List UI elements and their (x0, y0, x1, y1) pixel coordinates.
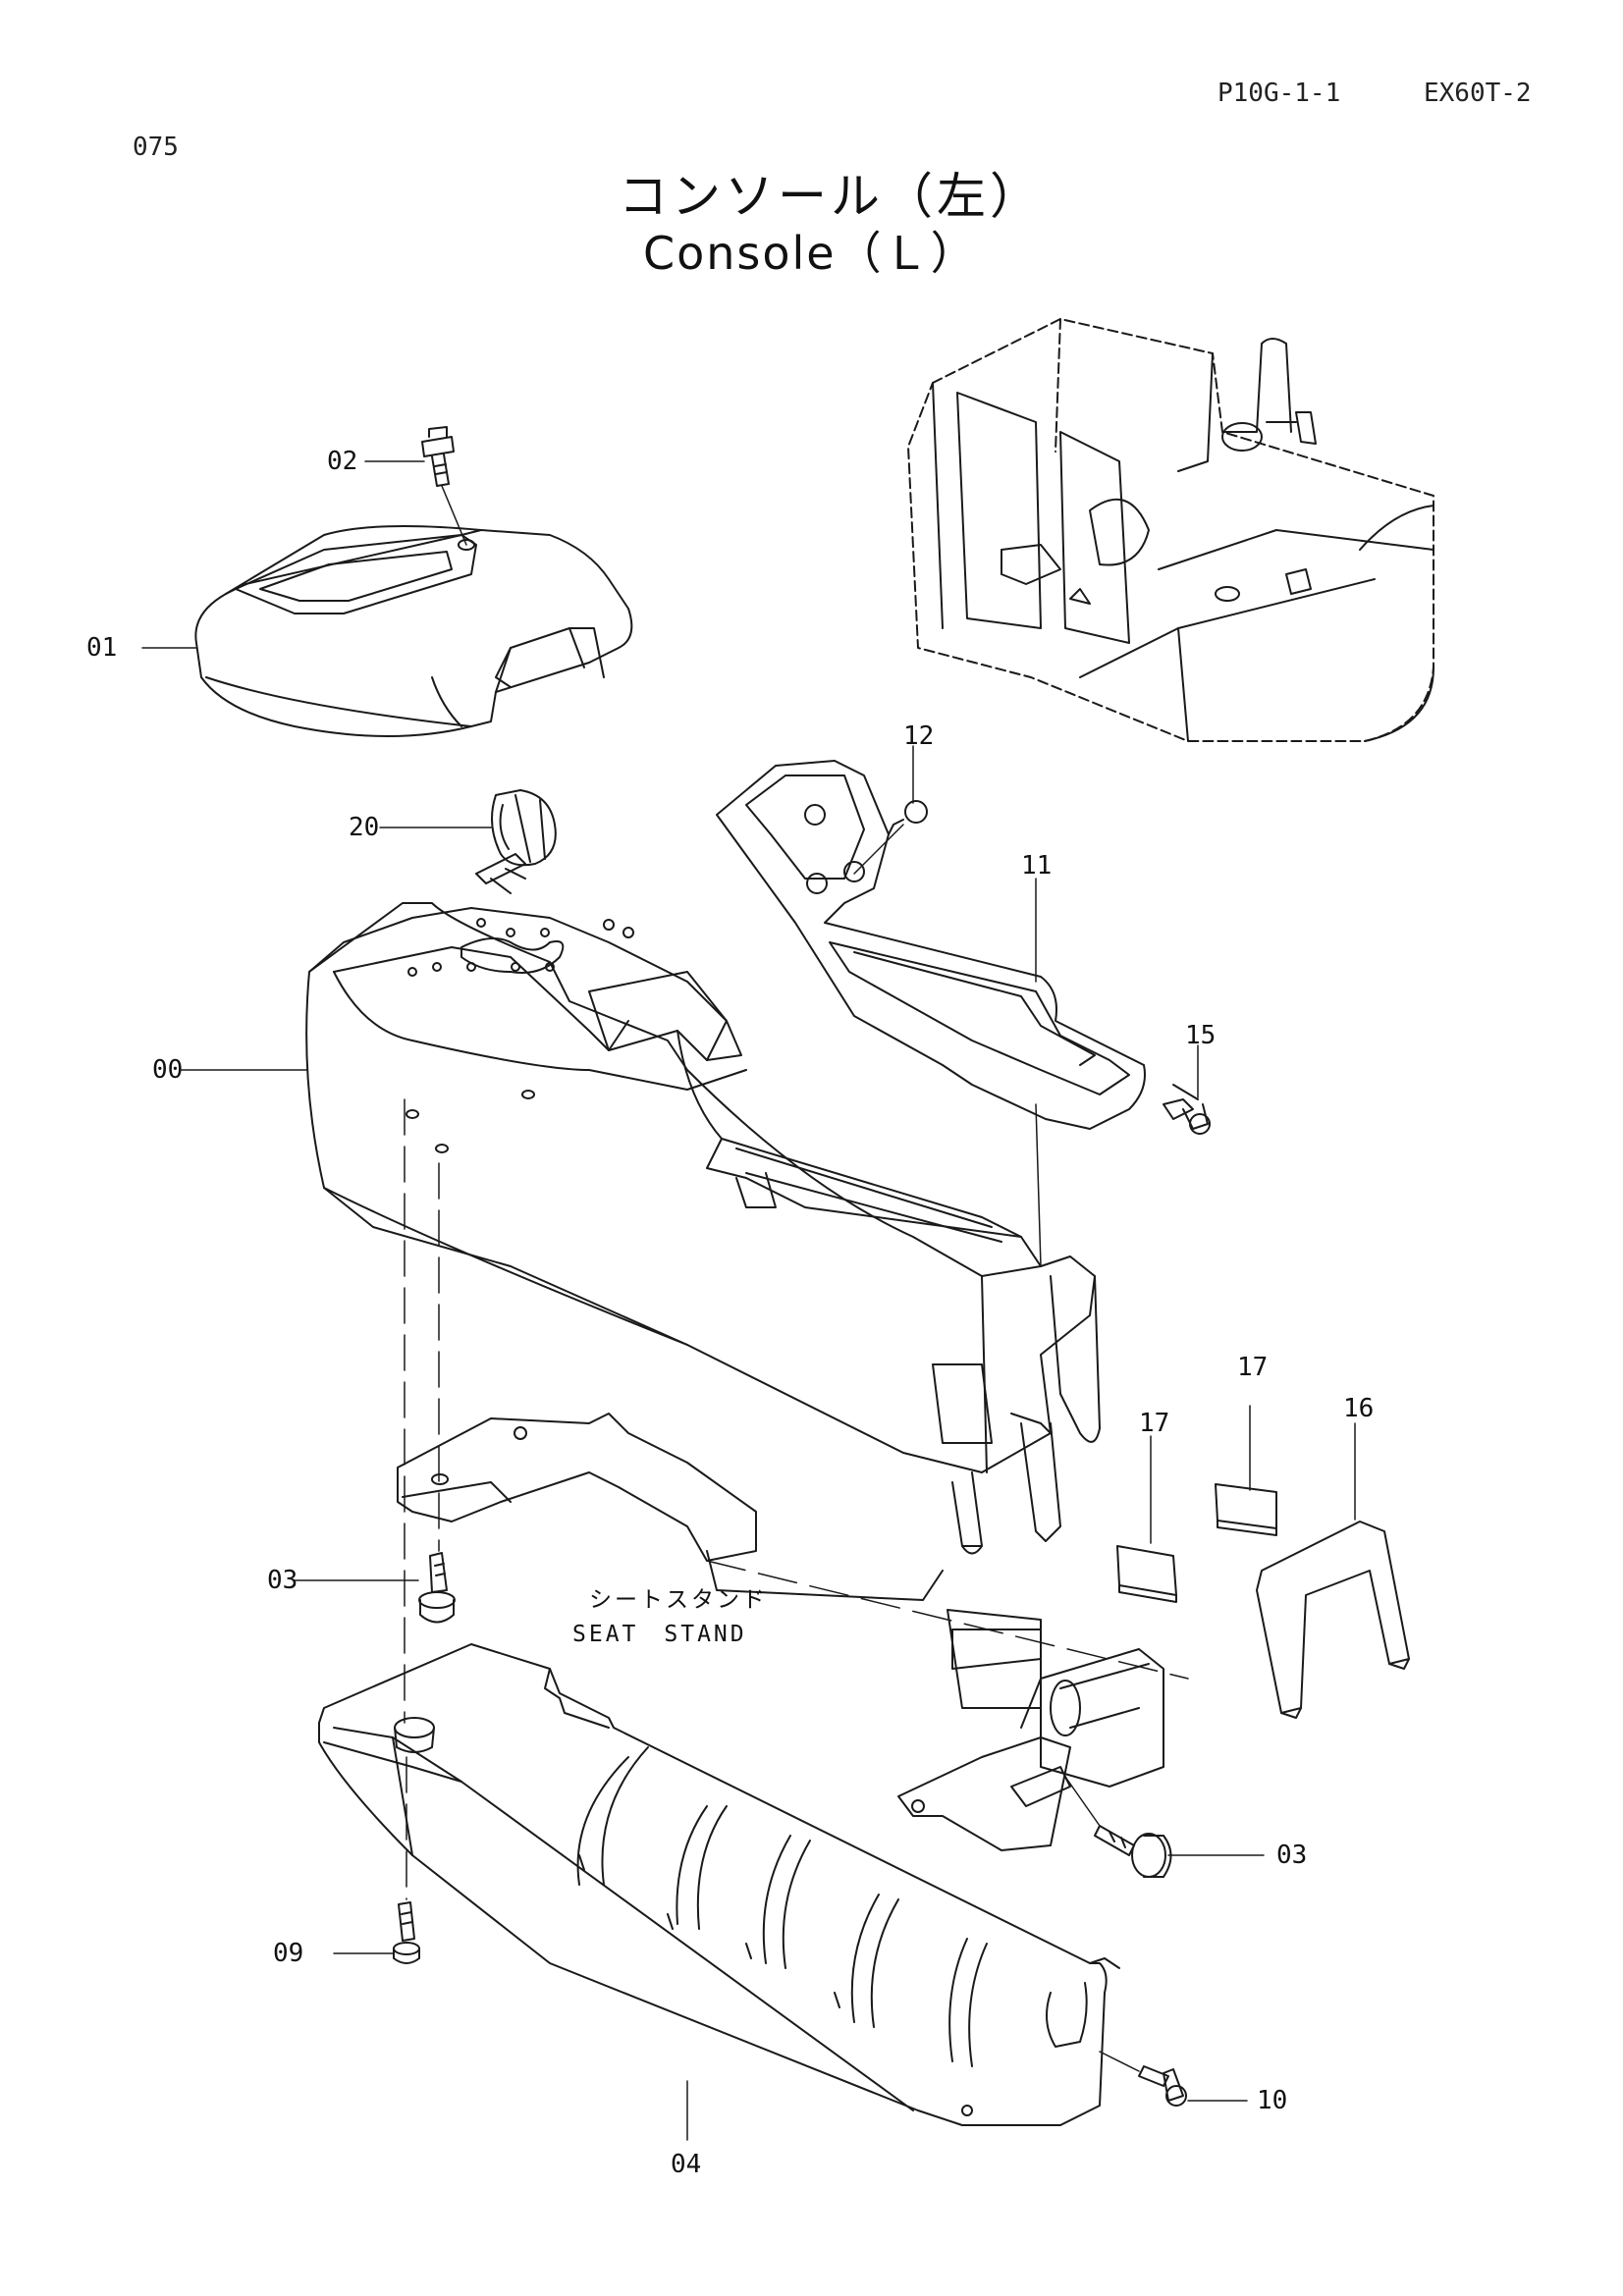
part-12-plug (854, 801, 927, 874)
alignment-lines (405, 1099, 439, 1899)
excavator-inset-illustration (908, 319, 1434, 741)
part-00-console-body (306, 903, 1100, 1554)
seat-stand-label-japanese: シートスタンド (589, 1587, 768, 1613)
page-number: 075 (133, 133, 179, 162)
callout-03-right: 03 (1276, 1841, 1308, 1870)
part-17-pad-left (1117, 1546, 1176, 1602)
part-20-cable-tie (476, 790, 556, 893)
callout-11: 11 (1021, 851, 1053, 881)
seat-stand-bracket (398, 1414, 1188, 1708)
part-09-screw (394, 1902, 419, 1963)
callout-12: 12 (903, 721, 935, 751)
part-17-pad-right (1216, 1484, 1276, 1535)
part-16-u-bracket (1257, 1522, 1409, 1718)
part-10-bolt (1100, 2052, 1186, 2106)
part-03-flange-bolt-left (419, 1553, 455, 1623)
callout-09: 09 (273, 1939, 304, 1968)
part-15-bolt (1163, 1085, 1210, 1134)
seat-stand-label-english: SEAT STAND (572, 1622, 747, 1647)
part-04-under-cover (319, 1644, 1119, 2125)
callout-15: 15 (1185, 1021, 1217, 1050)
callout-02: 02 (327, 447, 358, 476)
callout-17-left: 17 (1139, 1409, 1170, 1438)
part-11-armrest-frame (717, 761, 1145, 1266)
part-03-flange-bolt-right (1065, 1777, 1171, 1877)
callout-16: 16 (1343, 1394, 1375, 1423)
callout-00: 00 (152, 1055, 184, 1085)
title-japanese: コンソール（左） (619, 168, 1043, 225)
leader-lines (142, 461, 1355, 2140)
callout-01: 01 (86, 633, 118, 663)
part-02-screw (422, 427, 466, 545)
model-code: EX60T-2 (1424, 79, 1532, 108)
title-english: Console（Ｌ） (643, 227, 978, 280)
seat-adjuster-mechanism (898, 1649, 1163, 1850)
part-01-top-cover (195, 526, 631, 736)
callout-04: 04 (671, 2150, 702, 2179)
callout-20: 20 (349, 813, 380, 842)
page-code: P10G-1-1 (1217, 79, 1341, 108)
callout-03-left: 03 (267, 1566, 298, 1595)
callout-17-right: 17 (1237, 1353, 1269, 1382)
callout-10: 10 (1257, 2086, 1288, 2115)
